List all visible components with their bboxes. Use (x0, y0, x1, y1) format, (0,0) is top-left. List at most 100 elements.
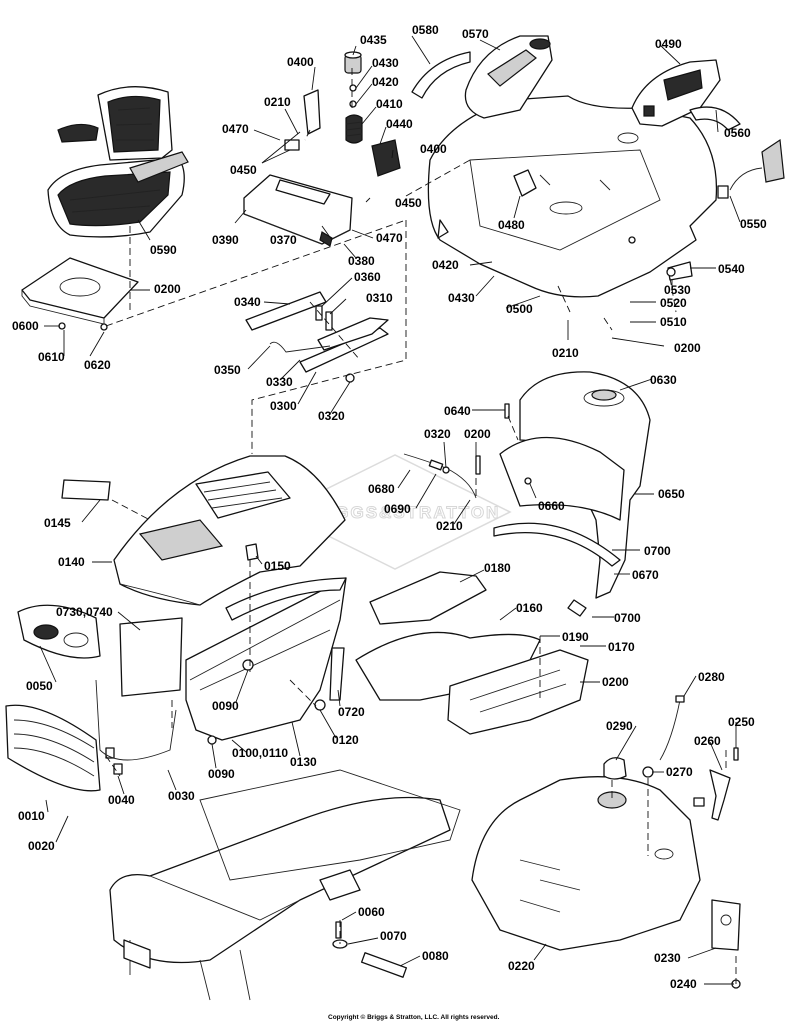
leader-lines (39, 35, 741, 985)
rear-fender (427, 95, 718, 298)
callout-0520: 0520 (660, 296, 687, 310)
callout-0690: 0690 (384, 502, 411, 516)
hood-insert-0145 (61, 479, 111, 501)
hood (61, 455, 346, 606)
callout-0420: 0420 (432, 258, 459, 272)
callout-0200: 0200 (154, 282, 181, 296)
callout-0010: 0010 (18, 809, 45, 823)
watermark: BRIGGS&STRATTON (278, 454, 512, 570)
callout-0330: 0330 (266, 375, 293, 389)
callout-0210: 0210 (436, 519, 463, 533)
callout-0380: 0380 (348, 254, 375, 268)
callout-0200: 0200 (602, 675, 629, 689)
callout-0200: 0200 (464, 427, 491, 441)
callout-0310: 0310 (366, 291, 393, 305)
callout-0480: 0480 (498, 218, 525, 232)
hitch-0080 (332, 921, 408, 978)
tank-shroud (493, 371, 651, 617)
callout-0160: 0160 (516, 601, 543, 615)
callout-0640: 0640 (444, 404, 471, 418)
callout-0650: 0650 (658, 487, 685, 501)
callout-0150: 0150 (264, 559, 291, 573)
callout-0390: 0390 (212, 233, 239, 247)
hood-rod-0030 (95, 679, 177, 761)
callout-0720: 0720 (338, 705, 365, 719)
callout-0500: 0500 (506, 302, 533, 316)
callout-0470: 0470 (222, 122, 249, 136)
callout-0530: 0530 (664, 283, 691, 297)
fuel-sender (659, 695, 739, 821)
grille (5, 704, 123, 792)
seat-bracket (243, 174, 353, 247)
callout-0140: 0140 (58, 555, 85, 569)
callout-0290: 0290 (606, 719, 633, 733)
callout-0340: 0340 (234, 295, 261, 309)
seat-switch-parts (284, 51, 401, 177)
callout-0440: 0440 (386, 117, 413, 131)
headlight (17, 604, 101, 659)
console-left (411, 35, 553, 119)
callout-0610: 0610 (38, 350, 65, 364)
callout-0700: 0700 (614, 611, 641, 625)
callout-0430: 0430 (372, 56, 399, 70)
callout-0080: 0080 (422, 949, 449, 963)
callout-0400: 0400 (287, 55, 314, 69)
callout-0090: 0090 (212, 699, 239, 713)
callout-0670: 0670 (632, 568, 659, 582)
assembly-lines (105, 68, 737, 984)
footrests (355, 571, 589, 735)
callout-0510: 0510 (660, 315, 687, 329)
callout-0020: 0020 (28, 839, 55, 853)
callout-0230: 0230 (654, 951, 681, 965)
callout-0470: 0470 (376, 231, 403, 245)
callout-0560: 0560 (724, 126, 751, 140)
bumper-0530 (666, 267, 676, 277)
svg-text:BRIGGS&STRATTON: BRIGGS&STRATTON (300, 503, 500, 522)
callout-0210: 0210 (264, 95, 291, 109)
callout-0100-0110: 0100,0110 (232, 746, 288, 760)
callout-0040: 0040 (108, 793, 135, 807)
callout-0450: 0450 (230, 163, 257, 177)
console-right (631, 59, 741, 131)
callout-0090: 0090 (208, 767, 235, 781)
callout-0130: 0130 (290, 755, 317, 769)
callout-0430: 0430 (448, 291, 475, 305)
callout-0320: 0320 (424, 427, 451, 441)
callout-0580: 0580 (412, 23, 439, 37)
callout-0170: 0170 (608, 640, 635, 654)
callout-0270: 0270 (666, 765, 693, 779)
callout-0490: 0490 (655, 37, 682, 51)
callout-0320: 0320 (318, 409, 345, 423)
callout-0050: 0050 (26, 679, 53, 693)
callout-0420: 0420 (372, 75, 399, 89)
callout-0210: 0210 (552, 346, 579, 360)
callout-0145: 0145 (44, 516, 71, 530)
callout-0070: 0070 (380, 929, 407, 943)
callout-0240: 0240 (670, 977, 697, 991)
callout-0400: 0400 (420, 142, 447, 156)
callout-0200: 0200 (674, 341, 701, 355)
seat-adjust-linkage (245, 291, 389, 383)
callout-0435: 0435 (360, 33, 387, 47)
callout-0060: 0060 (358, 905, 385, 919)
callout-0190: 0190 (562, 630, 589, 644)
callout-0370: 0370 (270, 233, 297, 247)
callout-0260: 0260 (694, 734, 721, 748)
copyright: Copyright © Briggs & Stratton, LLC. All … (328, 1013, 500, 1021)
panel-0730 (119, 617, 183, 697)
callout-0680: 0680 (368, 482, 395, 496)
callout-0300: 0300 (270, 399, 297, 413)
callout-0030: 0030 (168, 789, 195, 803)
callout-0180: 0180 (484, 561, 511, 575)
callout-0600: 0600 (12, 319, 39, 333)
callout-0590: 0590 (150, 243, 177, 257)
callout-0570: 0570 (462, 27, 489, 41)
callout-0120: 0120 (332, 733, 359, 747)
seat-pan (21, 257, 139, 331)
frame (109, 769, 461, 1001)
seat (47, 86, 189, 238)
light-harness (717, 138, 785, 199)
callout-0410: 0410 (376, 97, 403, 111)
choke-cable (403, 403, 510, 499)
